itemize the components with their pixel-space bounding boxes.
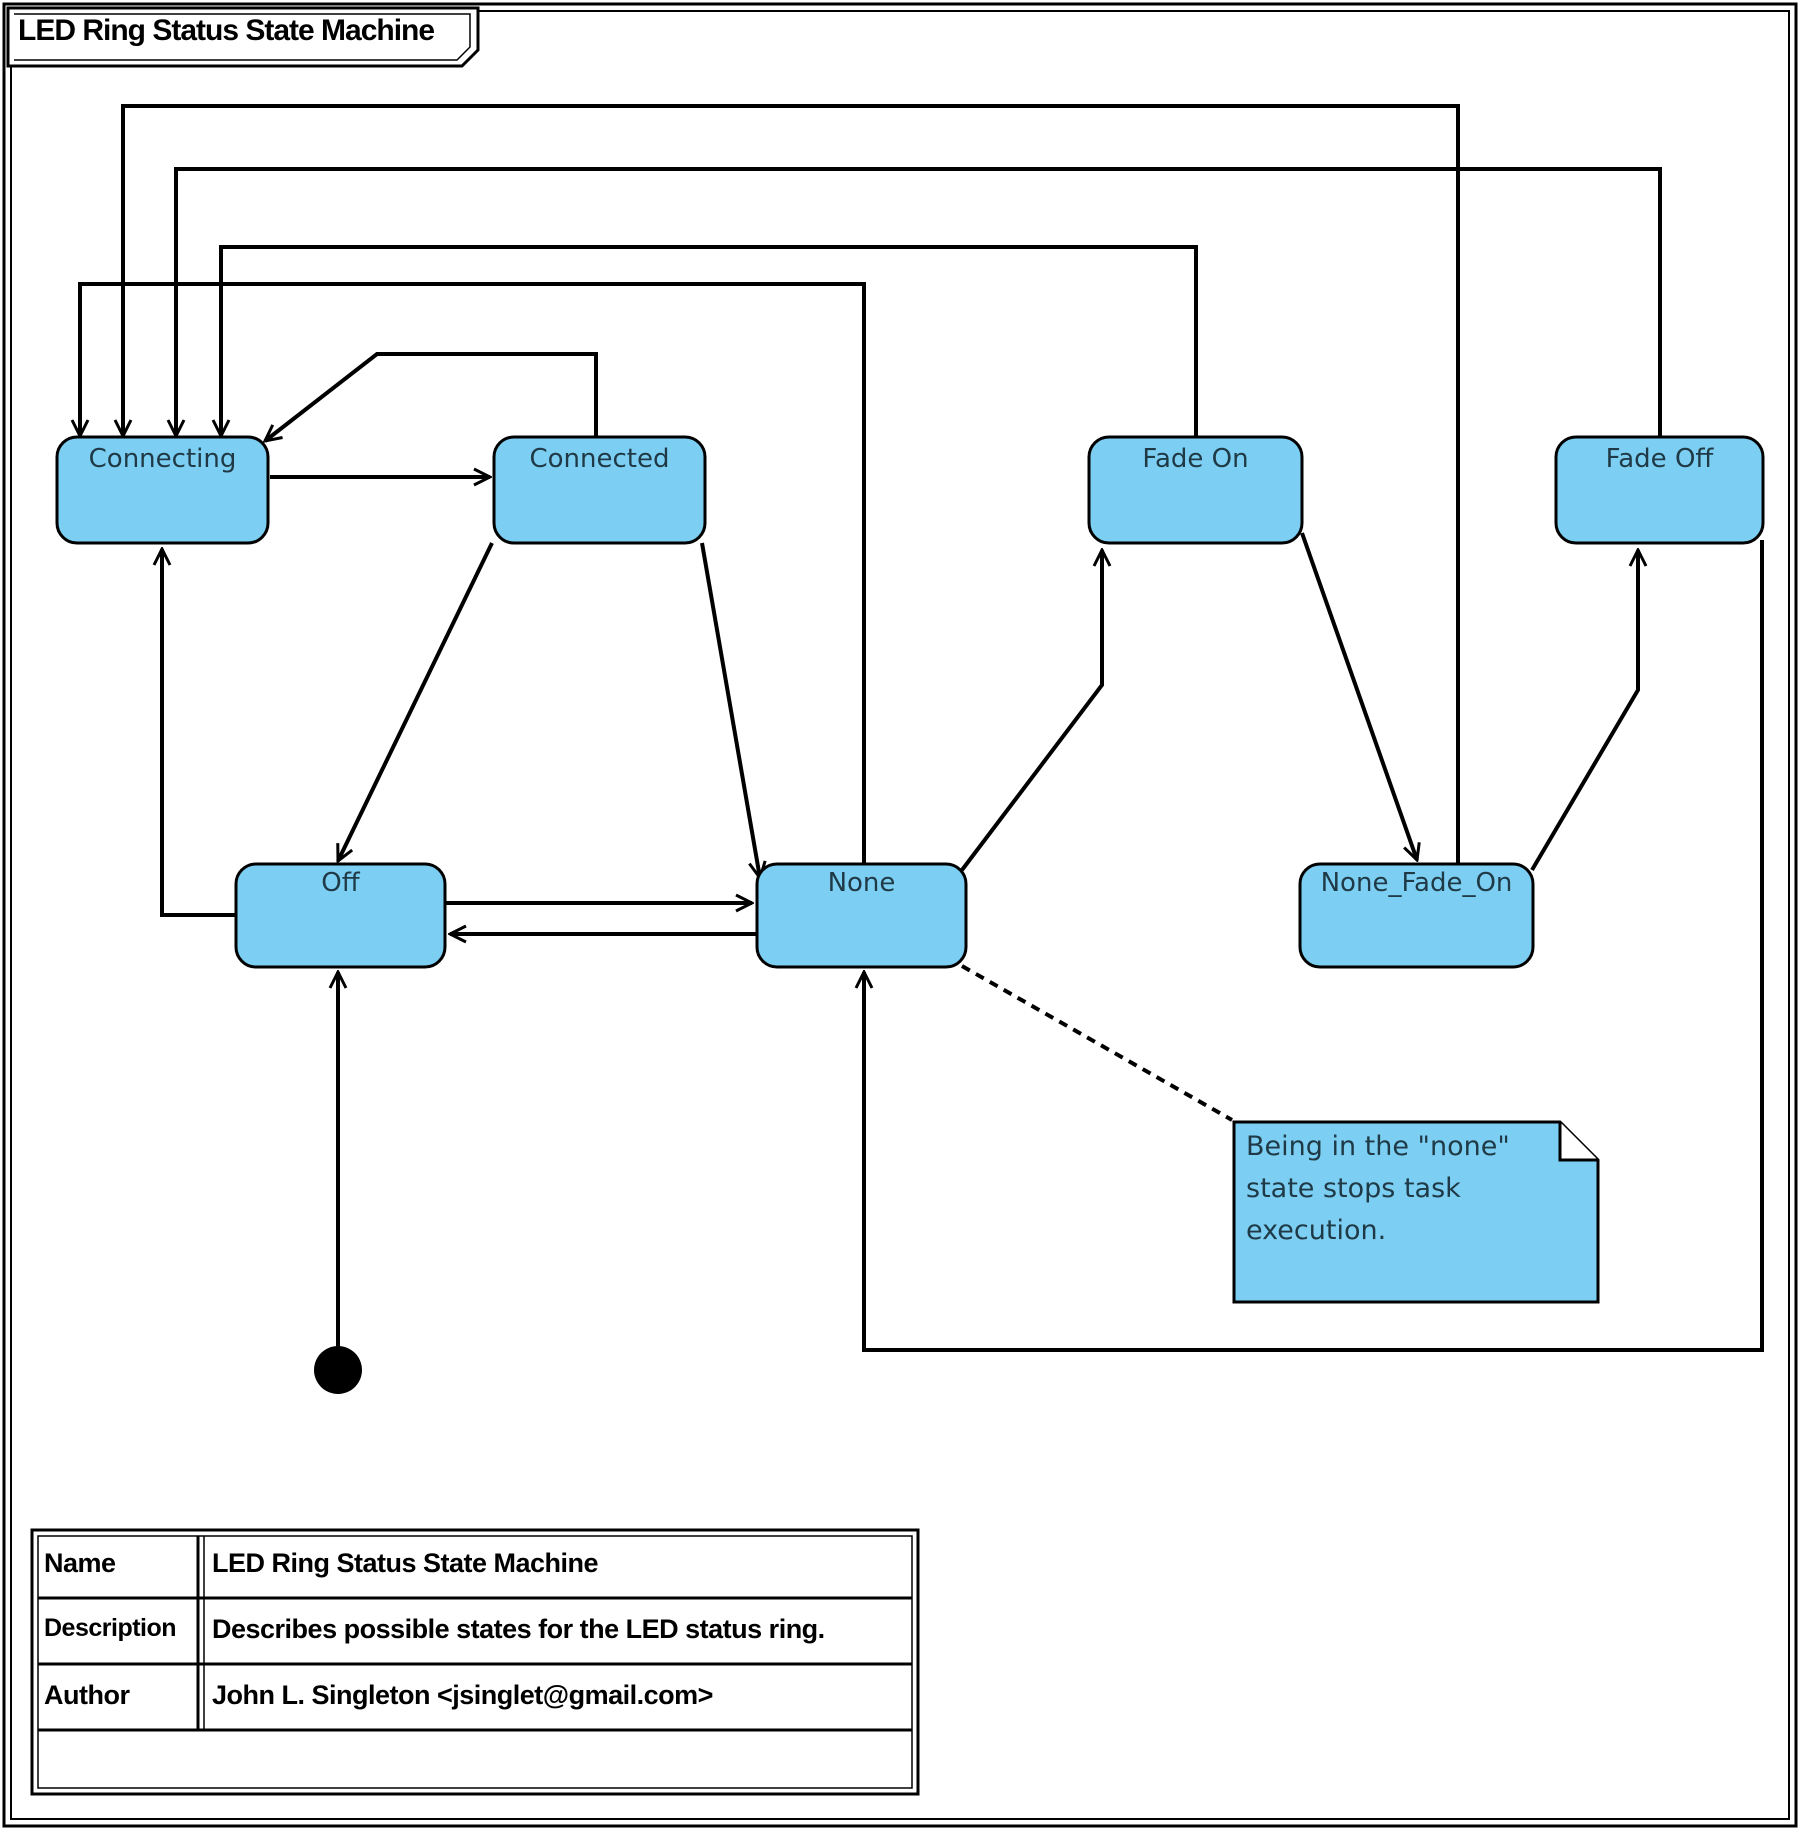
frame-title-tab — [6, 6, 480, 68]
frame-title: LED Ring Status State Machine — [18, 14, 435, 47]
state-fade-off-box — [1554, 435, 1765, 545]
note-shape — [1232, 1120, 1600, 1304]
state-label: Connecting — [88, 444, 237, 474]
info-key-name: Name — [44, 1548, 116, 1578]
transition-fadeoff-connecting — [176, 167, 1662, 437]
note-anchor-line — [961, 964, 1233, 1122]
transition-connected-off — [336, 542, 494, 861]
state-fade-on-box — [1087, 435, 1304, 545]
state-label: Fade Off — [1605, 444, 1714, 474]
info-table-grid — [30, 1528, 920, 1796]
state-none-fade-on[interactable]: None_Fade_On — [1300, 868, 1533, 898]
info-value-description: Describes possible states for the LED st… — [212, 1614, 825, 1644]
state-connected-box — [492, 435, 707, 545]
state-label: None — [827, 868, 896, 898]
info-key-author: Author — [44, 1680, 130, 1710]
transition-fadeon-connecting — [221, 245, 1198, 437]
state-label: Fade On — [1142, 444, 1249, 474]
state-off-box — [234, 862, 447, 969]
info-value-author: John L. Singleton <jsinglet@gmail.com> — [212, 1680, 713, 1710]
transition-fadeoff-none — [864, 540, 1764, 1352]
state-none[interactable]: None — [757, 868, 966, 898]
state-fade-off[interactable]: Fade Off — [1556, 444, 1763, 474]
transition-nonefadeon-connecting — [123, 104, 1460, 864]
state-off[interactable]: Off — [236, 868, 445, 898]
transition-nonefadeon-fadeoff — [1530, 550, 1638, 872]
state-label: Connected — [529, 444, 670, 474]
state-none-fade-on-box — [1298, 862, 1535, 969]
state-none-box — [755, 862, 968, 969]
transition-fadeon-nonefadeon — [1300, 532, 1417, 860]
initial-pseudostate — [314, 1346, 362, 1394]
transition-connected-none — [700, 542, 760, 878]
state-label: Off — [321, 868, 360, 898]
state-label: None_Fade_On — [1320, 868, 1513, 898]
transition-none-connecting — [80, 282, 866, 864]
state-connecting-box — [55, 435, 270, 545]
note-text: Being in the "none" state stops task exe… — [1246, 1131, 1510, 1246]
transition-connected-connecting — [265, 352, 598, 441]
state-fade-on[interactable]: Fade On — [1089, 444, 1302, 474]
state-connected[interactable]: Connected — [494, 444, 705, 474]
state-connecting[interactable]: Connecting — [57, 444, 268, 474]
info-value-name: LED Ring Status State Machine — [212, 1548, 599, 1578]
transition-off-connecting — [162, 549, 236, 917]
info-key-description: Description — [44, 1614, 177, 1642]
transition-none-fadeon — [960, 550, 1102, 872]
